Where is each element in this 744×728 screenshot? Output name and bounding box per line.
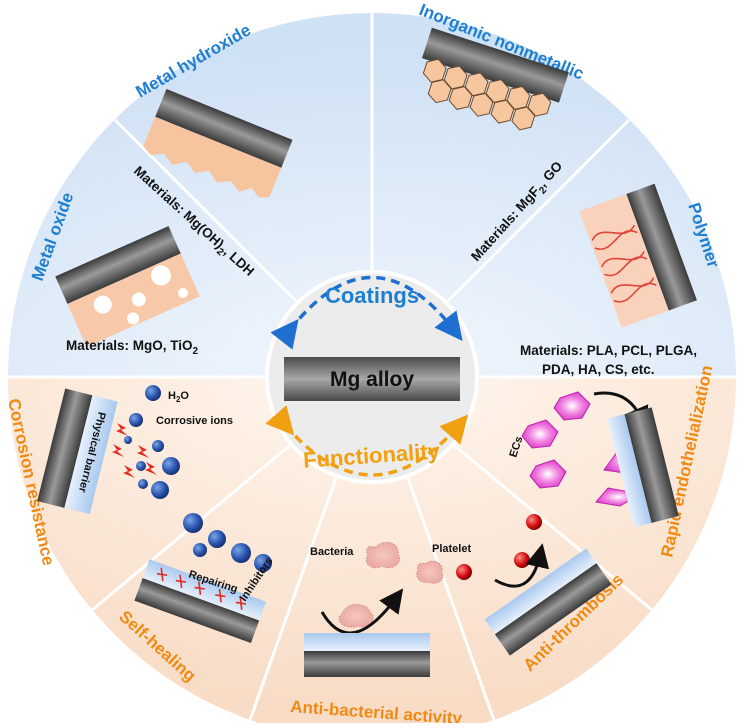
corrosion-bolt-icons <box>112 423 157 478</box>
coatings-arc <box>270 275 463 350</box>
repairing-particles <box>183 513 272 572</box>
water-molecule <box>145 385 161 401</box>
functionality-arc <box>265 405 469 477</box>
platelet-repel-arrow <box>494 543 550 588</box>
polymer-sector: Polymer Materials: PLA, PCL, PLGA, PDA, … <box>520 183 723 377</box>
polymer-materials-line2: PDA, HA, CS, etc. <box>542 362 655 377</box>
inorganic-nonmetallic-illustration <box>421 27 569 131</box>
physical-barrier-illustration: Physical barrier <box>37 388 118 515</box>
platelet-label: Platelet <box>432 543 471 555</box>
corrosive-ions-label: Corrosive ions <box>156 415 233 427</box>
metal-oxide-illustration <box>55 226 200 347</box>
corrosive-ion-particles <box>124 413 180 499</box>
mg-alloy-core <box>284 357 460 401</box>
water-label: H2O <box>168 390 189 404</box>
metal-oxide-materials: Materials: MgO, TiO2 <box>66 338 199 357</box>
bacteria-label: Bacteria <box>310 546 354 558</box>
platelet <box>456 564 472 580</box>
bacteria-substrate <box>304 651 430 677</box>
self-healing-illustration <box>134 559 266 644</box>
bacteria-cycle-arrow <box>320 588 404 635</box>
polymer-illustration <box>579 183 697 328</box>
rapid-endothelialization-illustration <box>607 407 679 528</box>
anti-thrombosis-illustration <box>484 548 612 656</box>
coatings-label: Coatings <box>325 283 419 308</box>
bacteria-cells <box>338 541 444 628</box>
mg-alloy-label: Mg alloy <box>330 368 414 391</box>
polymer-materials-line1: Materials: PLA, PCL, PLGA, <box>520 343 697 358</box>
metal-hydroxide-illustration <box>143 88 293 198</box>
